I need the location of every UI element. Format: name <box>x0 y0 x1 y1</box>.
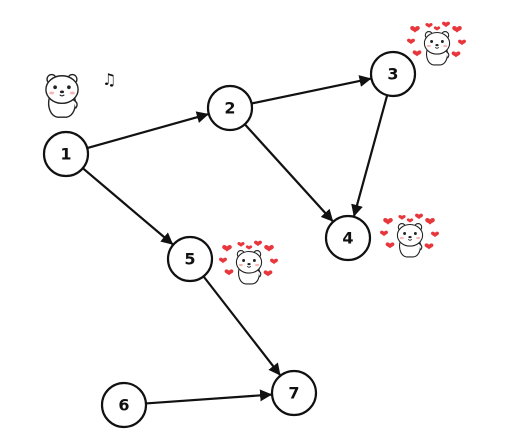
node-circle <box>166 235 214 283</box>
heart-icon <box>433 26 441 31</box>
heart-icon <box>431 231 439 238</box>
heart-icon <box>224 269 234 276</box>
bear-hearts-icon <box>380 213 439 258</box>
node-circle <box>100 381 148 429</box>
nodes-layer: 1 2 3 4 5 6 7 <box>42 50 417 429</box>
node-label: 5 <box>184 250 195 269</box>
bear-hearts-icon <box>219 240 278 285</box>
heart-icon <box>245 245 253 250</box>
node-label: 7 <box>288 384 299 403</box>
node-5: 5 <box>166 235 214 283</box>
heart-icon <box>398 215 406 220</box>
edge-6-to-7 <box>145 389 273 405</box>
heart-icon <box>425 23 433 28</box>
bear-icon <box>423 31 451 66</box>
heart-icon <box>458 39 466 46</box>
stickers-layer: ♫ <box>45 21 466 285</box>
node-2: 2 <box>206 84 254 132</box>
heart-icon <box>412 50 422 57</box>
bear-music-icon: ♫ <box>45 70 116 118</box>
heart-icon <box>452 26 462 33</box>
heart-icon <box>442 21 450 28</box>
heart-icon <box>264 245 274 252</box>
edge-1-to-2 <box>86 111 209 150</box>
node-label: 2 <box>224 99 235 118</box>
heart-icon <box>415 213 423 220</box>
heart-icon <box>237 242 245 247</box>
heart-icon <box>451 51 461 58</box>
edge-3-to-4 <box>351 94 389 217</box>
heart-icon <box>410 26 420 33</box>
bear-icon <box>396 223 424 258</box>
heart-icon <box>254 240 262 247</box>
heart-icon <box>222 245 232 252</box>
bear-icon <box>45 73 79 118</box>
edge-1-to-5 <box>82 167 174 245</box>
node-3: 3 <box>369 50 417 98</box>
node-label: 4 <box>342 229 353 248</box>
bear-hearts-icon <box>407 21 466 66</box>
node-7: 7 <box>270 369 318 417</box>
edges-layer <box>82 75 389 405</box>
heart-icon <box>385 242 395 249</box>
heart-icon <box>270 258 278 265</box>
node-label: 1 <box>60 145 71 164</box>
heart-icon <box>424 243 434 250</box>
node-circle <box>42 130 90 178</box>
node-1: 1 <box>42 130 90 178</box>
heart-icon <box>407 38 415 45</box>
node-4: 4 <box>324 214 372 262</box>
heart-icon <box>380 230 388 237</box>
node-circle <box>206 84 254 132</box>
heart-icon <box>219 257 227 264</box>
node-label: 3 <box>387 65 398 84</box>
node-6: 6 <box>100 381 148 429</box>
node-circle <box>324 214 372 262</box>
edge-2-to-4 <box>243 123 334 222</box>
node-circle <box>270 369 318 417</box>
heart-icon <box>263 270 273 277</box>
bear-icon <box>235 250 263 285</box>
heart-icon <box>383 218 393 225</box>
node-circle <box>369 50 417 98</box>
node-label: 6 <box>118 396 129 415</box>
edge-2-to-3 <box>251 75 372 105</box>
heart-icon <box>406 218 414 223</box>
music-note-icon: ♫ <box>102 70 116 89</box>
edge-5-to-7 <box>202 275 281 376</box>
heart-icon <box>425 218 435 225</box>
